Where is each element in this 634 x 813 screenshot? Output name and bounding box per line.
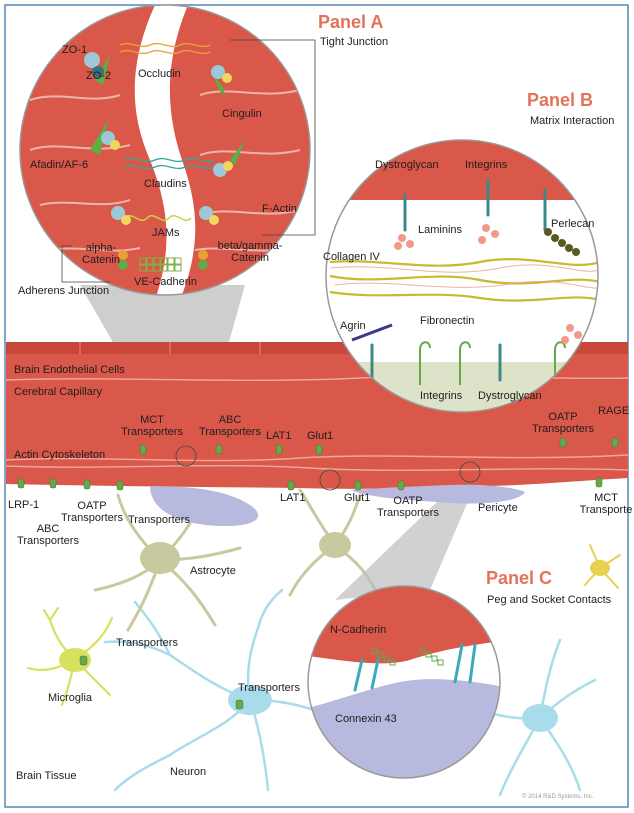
- abc-top-label: ABC Transporters: [199, 414, 261, 438]
- pericyte-label: Pericyte: [478, 502, 518, 514]
- glial-cell-small: [584, 544, 621, 589]
- cingulin-label: Cingulin: [222, 108, 262, 120]
- abc-bottom-label: ABC Transporters: [17, 523, 79, 547]
- dystroglycan-bottom-label: Dystroglycan: [478, 390, 542, 402]
- pericyte-shape: [150, 486, 259, 527]
- ncadherin-label: N-Cadherin: [330, 624, 387, 636]
- alpha-catenin-label: alpha-Catenin: [82, 242, 120, 266]
- panel-b-subtitle: Matrix Interaction: [530, 115, 615, 127]
- afadin-label: Afadin/AF-6: [30, 159, 89, 171]
- capillary-label: Cerebral Capillary: [14, 386, 103, 398]
- transporter-chips: [17, 437, 619, 710]
- collagen-label: Collagen IV: [323, 251, 380, 263]
- panel-a-subtitle: Tight Junction: [320, 36, 389, 48]
- neuron-label: Neuron: [170, 766, 207, 778]
- panel-a-title: Panel A: [318, 12, 384, 32]
- lens-cone-c: [335, 478, 478, 600]
- fibronectin-label: Fibronectin: [420, 315, 475, 327]
- integrins-bottom-label: Integrins: [420, 390, 463, 402]
- mct-top-label: MCT Transporters: [121, 414, 183, 438]
- agrin-label: Agrin: [340, 320, 366, 332]
- endothelial-label: Brain Endothelial Cells: [14, 364, 125, 376]
- connexin-label: Connexin 43: [335, 713, 397, 725]
- zo1-label: ZO-1: [62, 44, 88, 56]
- microglia-label: Microglia: [48, 692, 93, 704]
- glut1-top-label: Glut1: [307, 430, 334, 442]
- lat1-bottom-label: LAT1: [280, 492, 306, 504]
- occludin-label: Occludin: [138, 68, 181, 80]
- lrp1-label: LRP-1: [8, 499, 40, 511]
- astrocyte-body: [140, 542, 180, 574]
- beta-gamma-catenin-label: beta/gamma-Catenin: [217, 240, 283, 264]
- oatp-right-label: OATP Transporters: [532, 411, 594, 435]
- rage-label: RAGE: [598, 405, 630, 417]
- dystroglycan-top-label: Dystroglycan: [375, 159, 439, 171]
- transporters-mid-label: Transporters: [128, 514, 190, 526]
- panel-c-title: Panel C: [486, 568, 553, 588]
- astrocyte-label: Astrocyte: [190, 565, 236, 577]
- microglia-transporters-label: Transporters: [116, 637, 178, 649]
- laminins-label: Laminins: [418, 224, 463, 236]
- neuron-transporters-label: Transporters: [238, 682, 300, 694]
- copyright: © 2014 R&D Systems, Inc.: [522, 794, 594, 800]
- brain-tissue-label: Brain Tissue: [16, 770, 77, 782]
- oatp-left-label: OATP Transporters: [61, 500, 123, 524]
- panel-c-subtitle: Peg and Socket Contacts: [487, 594, 612, 606]
- zo2-label: ZO-2: [86, 70, 112, 82]
- perlecan-label: Perlecan: [551, 218, 595, 230]
- panel-a-lens: [20, 5, 310, 295]
- factin-label: F-Actin: [262, 203, 297, 215]
- lat1-top-label: LAT1: [266, 430, 292, 442]
- glut1-bottom-label: Glut1: [344, 492, 371, 504]
- ve-cadherin-label: VE-Cadherin: [134, 276, 197, 288]
- adherens-junction-label: Adherens Junction: [18, 285, 110, 297]
- claudins-label: Claudins: [144, 178, 187, 190]
- oatp-bottom-label: OATP Transporters: [377, 495, 439, 519]
- actin-label: Actin Cytoskeleton: [14, 449, 106, 461]
- mct-right-label: MCT Transporte: [579, 492, 633, 516]
- jams-label: JAMs: [152, 227, 180, 239]
- panel-b-title: Panel B: [527, 90, 594, 110]
- integrins-top-label: Integrins: [465, 159, 508, 171]
